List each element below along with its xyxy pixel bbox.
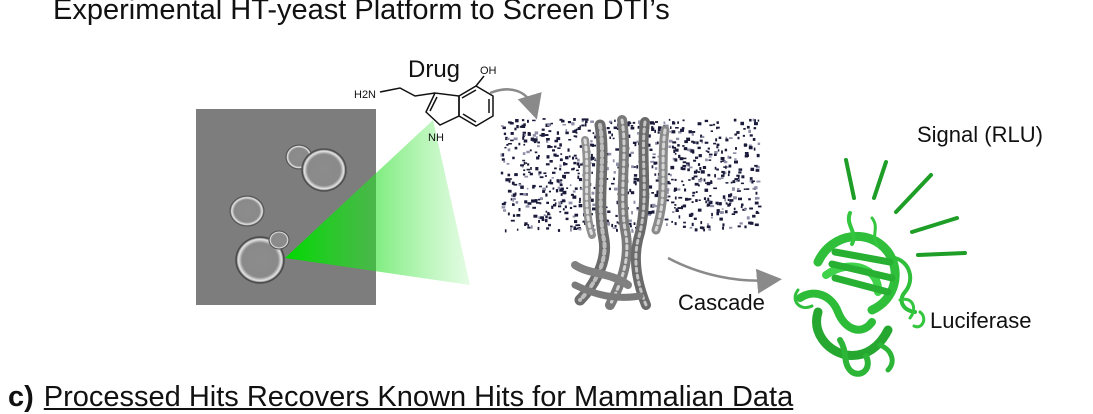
amine-group-label: H2N <box>354 89 376 101</box>
gpcr-helices <box>571 115 670 310</box>
yeast-cell <box>235 236 285 284</box>
next-panel-heading: c) Processed Hits Recovers Known Hits for… <box>8 381 793 414</box>
hydroxyl-group-label: OH <box>480 65 497 77</box>
cascade-arrow <box>667 256 782 294</box>
luciferase-protein <box>793 211 926 377</box>
panel-title: Experimental HT-yeast Platform to Screen… <box>53 0 670 26</box>
luciferase-label: Luciferase <box>930 308 1032 333</box>
indole-nh-label: NH <box>428 132 444 144</box>
yeast-cell <box>229 195 265 227</box>
panel-letter: c) <box>8 381 34 413</box>
cascade-label: Cascade <box>678 290 765 315</box>
yeast-cell <box>301 148 347 192</box>
fluorescence-beam <box>285 120 470 285</box>
membrane-receptor <box>500 115 762 310</box>
binding-arrow <box>489 88 542 120</box>
signal-rays <box>844 158 967 257</box>
drug-molecule <box>379 75 494 127</box>
signal-label: Signal (RLU) <box>917 122 1043 147</box>
lipid-membrane <box>500 118 762 233</box>
drug-label: Drug <box>408 56 461 83</box>
yeast-cell <box>268 230 290 250</box>
next-panel-title: Processed Hits Recovers Known Hits for M… <box>43 381 794 413</box>
